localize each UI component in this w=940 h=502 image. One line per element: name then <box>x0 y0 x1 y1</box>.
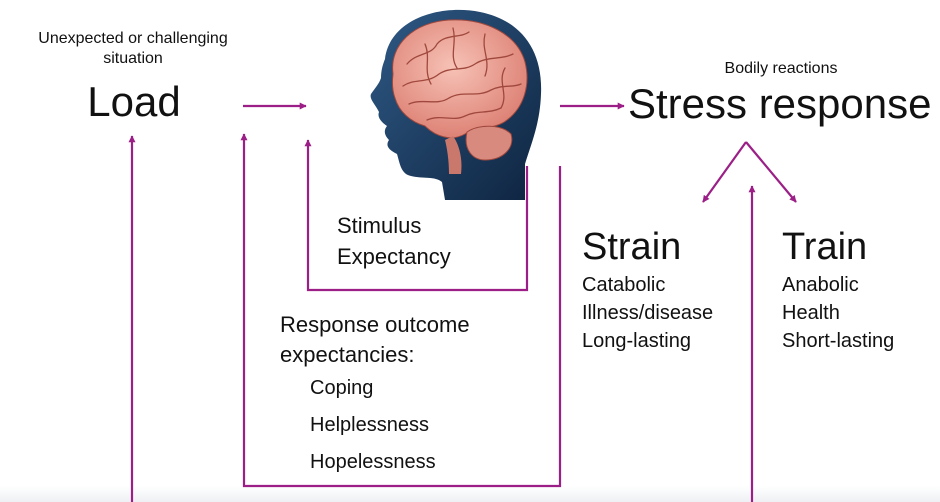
train-item-short-lasting: Short-lasting <box>782 330 895 352</box>
train-item-health: Health <box>782 302 840 324</box>
outcome-item-helplessness: Helplessness <box>310 414 429 436</box>
feedback-outcome-loop <box>240 133 562 488</box>
stress-caption: Bodily reactions <box>724 60 838 77</box>
head-brain-icon <box>370 9 542 200</box>
strain-item-catabolic: Catabolic <box>582 274 666 296</box>
stress-title: Stress response <box>628 80 932 127</box>
response-outcome-line1: Response outcome <box>280 312 470 337</box>
arrow-stress-to-train <box>745 141 797 203</box>
feedback-stimulus-loop <box>304 139 529 292</box>
strain-item-long-lasting: Long-lasting <box>582 330 691 352</box>
train-item-anabolic: Anabolic <box>782 274 859 296</box>
load-title: Load <box>87 78 181 125</box>
response-outcome-line2: expectancies: <box>280 342 415 367</box>
outcome-item-hopelessness: Hopelessness <box>310 451 436 473</box>
expectancy-label: Expectancy <box>337 244 451 269</box>
bottom-band <box>0 486 940 502</box>
load-caption-line1: Unexpected or challenging <box>38 30 228 47</box>
strain-title: Strain <box>582 226 682 268</box>
outcome-item-coping: Coping <box>310 377 374 399</box>
train-title: Train <box>782 226 868 268</box>
arrow-stress-to-strain <box>702 141 747 203</box>
stimulus-label: Stimulus <box>337 213 422 238</box>
load-caption-line2: situation <box>103 50 163 67</box>
strain-item-illness: Illness/disease <box>582 302 714 324</box>
